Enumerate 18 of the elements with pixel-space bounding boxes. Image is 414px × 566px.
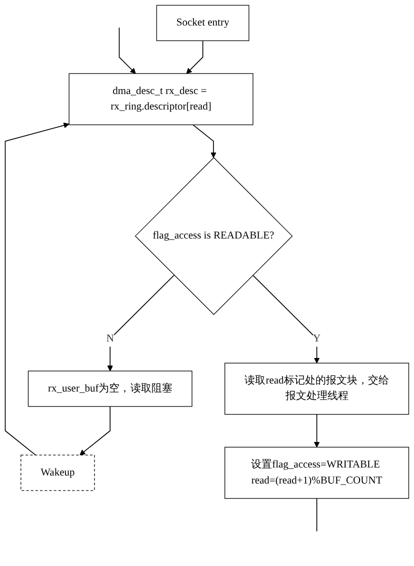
node-box: rx_user_buf为空，读取阻塞	[28, 370, 192, 407]
arrow	[186, 40, 204, 74]
arrow	[314, 414, 320, 448]
node-box: Socket entry	[156, 4, 250, 42]
connector	[316, 498, 318, 532]
arrow	[4, 122, 70, 456]
arrow	[118, 27, 136, 74]
arrow	[192, 124, 216, 158]
node-box: 读取read标记处的报文块，交给报文处理线程	[224, 362, 410, 415]
node-box: Wakeup	[20, 454, 95, 491]
node-diamond: flag_access is READABLE?	[134, 157, 293, 315]
node-box: 设置flag_access=WRITABLE read=(read+1)%BUF_COUNT	[224, 446, 410, 499]
edge-label: N	[106, 332, 114, 344]
arrow	[252, 274, 320, 364]
edge-label: Y	[312, 332, 321, 344]
arrow	[107, 274, 175, 372]
arrow	[80, 406, 111, 456]
node-box: dma_desc_t rx_desc = rx_ring.descriptor[read]	[68, 73, 254, 126]
